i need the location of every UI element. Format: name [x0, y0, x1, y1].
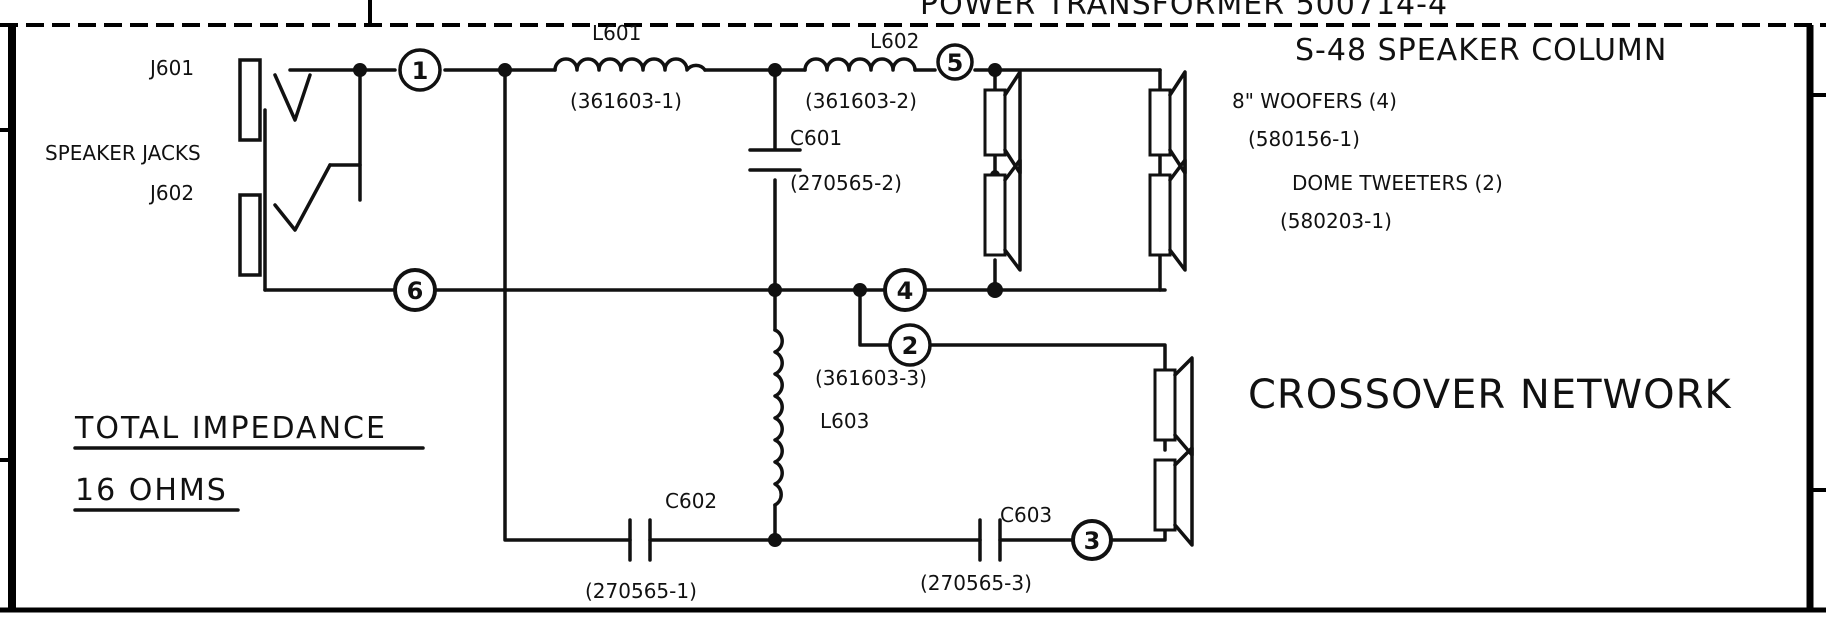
wiring	[263, 68, 1167, 542]
c602-ref: C602	[665, 489, 717, 513]
l603-ref: L603	[820, 409, 869, 433]
l602-ref: L602	[870, 29, 919, 53]
c601-ref: C601	[790, 126, 842, 150]
tweeters-label: DOME TWEETERS (2)	[1292, 171, 1503, 195]
c602-part: (270565-1)	[585, 579, 697, 603]
jack-j601-label: J601	[148, 56, 194, 80]
woofers-label: 8" WOOFERS (4)	[1232, 89, 1397, 113]
c601-part: (270565-2)	[790, 171, 902, 195]
capacitor-c602	[628, 518, 652, 562]
speaker-jacks-label: SPEAKER JACKS	[45, 141, 201, 165]
dome-tweeter-speaker	[1153, 446, 1194, 547]
woofer-speaker	[1148, 158, 1187, 272]
speaker-jack-j601	[238, 58, 312, 142]
woofer-speaker	[1148, 70, 1187, 175]
node-3-label: 3	[1084, 527, 1101, 555]
inductor-l601	[553, 57, 707, 72]
node-marker-3: 3	[1071, 519, 1113, 561]
node-1-label: 1	[412, 57, 429, 85]
node-marker-2: 2	[888, 323, 932, 367]
l601-ref: L601	[592, 21, 641, 45]
total-impedance-label: TOTAL IMPEDANCE	[74, 411, 387, 446]
jack-j602-label: J602	[148, 181, 194, 205]
node-2-label: 2	[902, 332, 919, 360]
node-5-label: 5	[947, 49, 964, 77]
impedance-value: 16 OHMS	[75, 473, 228, 508]
l603-part: (361603-3)	[815, 366, 927, 390]
dome-tweeter-speaker	[1153, 356, 1194, 457]
crossover-network-title: CROSSOVER NETWORK	[1248, 372, 1732, 418]
node-6-label: 6	[407, 277, 424, 305]
speaker-column-title: S-48 SPEAKER COLUMN	[1295, 33, 1667, 68]
l601-part: (361603-1)	[570, 89, 682, 113]
inductor-l602	[803, 57, 917, 72]
capacitor-c603	[978, 518, 1002, 562]
speaker-jack-j602	[238, 163, 332, 277]
woofers-part: (580156-1)	[1248, 127, 1360, 151]
l602-part: (361603-2)	[805, 89, 917, 113]
capacitor-c601	[748, 148, 802, 172]
junction-dots	[353, 63, 1003, 547]
node-marker-1: 1	[398, 48, 442, 92]
woofer-speaker	[983, 158, 1022, 272]
node-marker-6: 6	[393, 268, 437, 312]
inductor-l603	[773, 328, 784, 507]
c603-ref: C603	[1000, 503, 1052, 527]
node-4-label: 4	[897, 277, 914, 305]
tweeters-part: (580203-1)	[1280, 209, 1392, 233]
woofer-speaker	[983, 70, 1022, 175]
node-marker-5: 5	[936, 43, 974, 81]
c603-part: (270565-3)	[920, 571, 1032, 595]
node-marker-4: 4	[883, 268, 927, 312]
top-caption: POWER TRANSFORMER 500714-4	[920, 0, 1448, 22]
